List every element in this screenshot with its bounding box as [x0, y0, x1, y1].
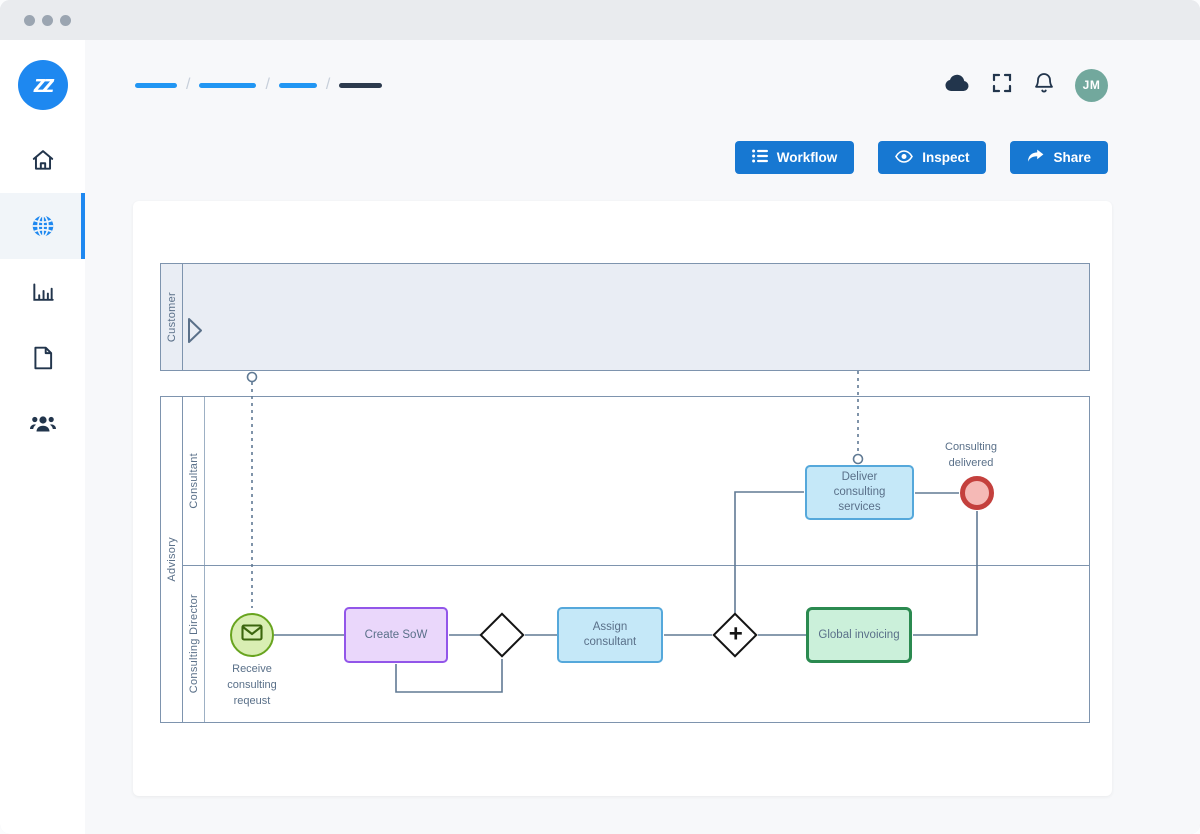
workflow-button-label: Workflow: [776, 150, 838, 165]
bar-chart-icon: [30, 279, 56, 305]
app-logo[interactable]: zz: [17, 60, 68, 110]
globe-icon: [30, 213, 56, 239]
start-event-label: Receive consulting reqeust: [227, 663, 277, 707]
task-global-invoicing-label: Global invoicing: [818, 628, 900, 641]
share-arrow-icon: [1027, 149, 1044, 166]
task-deliver-services[interactable]: Deliver consulting services: [805, 465, 914, 520]
breadcrumb-link[interactable]: [278, 82, 317, 88]
task-create-sow-label: Create SoW: [364, 628, 428, 641]
pool-advisory-label: Advisory: [165, 537, 178, 582]
breadcrumb-current: [339, 82, 383, 88]
window-control-dot[interactable]: [42, 14, 53, 26]
envelope-icon: [241, 624, 263, 646]
sidebar: zz: [0, 40, 85, 834]
diagram-canvas[interactable]: Customer Advisory C: [133, 201, 1112, 796]
task-assign-consultant[interactable]: Assign consultant: [557, 607, 663, 663]
action-toolbar: Workflow Inspect: [85, 130, 1200, 174]
task-global-invoicing[interactable]: Global invoicing: [806, 607, 912, 663]
start-event-receive-request[interactable]: [230, 613, 274, 657]
advisory-lanes: Consultant Consulting Director: [183, 397, 1089, 722]
task-assign-consultant-label: Assign consultant: [583, 621, 637, 648]
sidebar-item-team[interactable]: [0, 391, 85, 457]
sidebar-item-home[interactable]: [0, 127, 85, 193]
breadcrumb: / / /: [135, 76, 383, 94]
sidebar-item-analytics[interactable]: [0, 259, 85, 325]
topbar: / / /: [85, 40, 1200, 130]
inspect-button-label: Inspect: [922, 150, 970, 165]
main-area: / / /: [85, 40, 1200, 834]
lane-consulting-director-label: Consulting Director: [187, 594, 200, 694]
inspect-button[interactable]: Inspect: [878, 141, 987, 174]
end-event-consulting-delivered[interactable]: [960, 476, 994, 510]
lane-consulting-director[interactable]: Consulting Director: [183, 566, 1089, 722]
avatar[interactable]: JM: [1075, 68, 1108, 102]
sidebar-item-documents[interactable]: [0, 325, 85, 391]
lane-consultant-label: Consultant: [187, 453, 200, 509]
pool-customer[interactable]: Customer: [160, 263, 1090, 371]
breadcrumb-separator: /: [186, 76, 191, 93]
task-create-sow[interactable]: Create SoW: [344, 607, 448, 663]
workflow-button[interactable]: Workflow: [734, 141, 855, 174]
fullscreen-icon[interactable]: [991, 72, 1013, 99]
end-event-label: Consulting delivered: [945, 441, 997, 469]
topbar-icons: JM: [943, 68, 1108, 102]
pool-customer-label: Customer: [165, 291, 178, 343]
pool-customer-label-band: Customer: [161, 264, 183, 370]
share-button-label: Share: [1053, 150, 1091, 165]
breadcrumb-link[interactable]: [135, 82, 177, 88]
list-icon: [751, 149, 768, 166]
users-icon: [29, 412, 57, 436]
share-button[interactable]: Share: [1010, 141, 1108, 174]
lane-consultant-label-band: Consultant: [183, 397, 205, 565]
lane-consultant[interactable]: Consultant: [183, 397, 1089, 566]
sidebar-item-processes[interactable]: [0, 193, 85, 259]
sidebar-nav: [0, 127, 85, 457]
home-icon: [30, 147, 56, 173]
pool-marker-icon: [187, 317, 203, 349]
pool-advisory-label-band: Advisory: [161, 397, 183, 722]
breadcrumb-separator: /: [325, 76, 331, 93]
plus-marker: +: [728, 620, 743, 648]
window-control-dot[interactable]: [24, 14, 35, 26]
eye-icon: [895, 149, 914, 166]
cloud-icon[interactable]: [943, 72, 971, 99]
document-icon: [31, 345, 55, 371]
breadcrumb-link[interactable]: [199, 82, 257, 88]
bell-icon[interactable]: [1033, 71, 1055, 100]
task-deliver-services-label: Deliver consulting services: [833, 471, 886, 513]
lane-consulting-director-label-band: Consulting Director: [183, 566, 205, 722]
breadcrumb-separator: /: [265, 76, 270, 93]
window-control-dot[interactable]: [60, 14, 71, 26]
window-titlebar: [0, 0, 1200, 40]
message-flow-source-dot: [246, 371, 258, 383]
